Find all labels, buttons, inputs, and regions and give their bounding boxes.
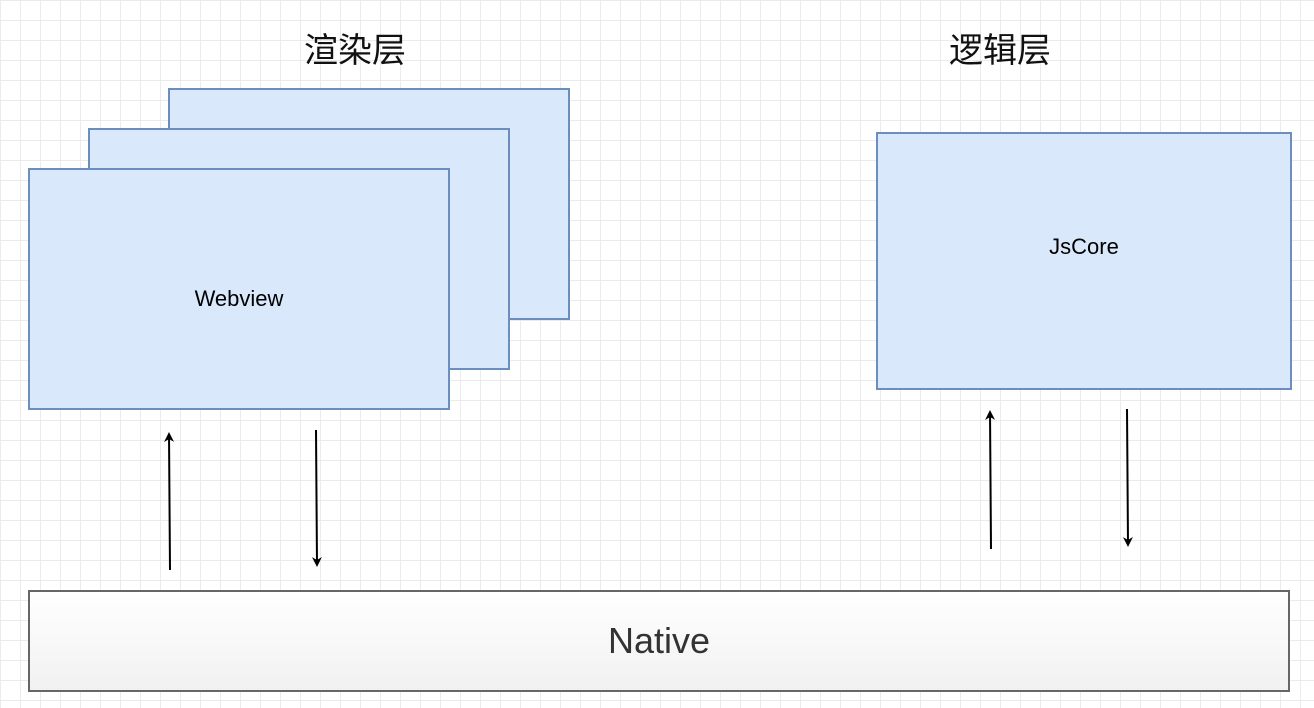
- native-label: Native: [607, 620, 711, 661]
- arrow-native-to-jscore: [985, 410, 996, 550]
- render-layer-title: 渲染层: [304, 31, 406, 71]
- jscore-box: JsCore: [876, 132, 1292, 390]
- arrow-jscore-to-native: [1122, 408, 1133, 547]
- webview-label: Webview: [194, 286, 284, 311]
- jscore-label: JsCore: [1049, 234, 1119, 259]
- logic-layer-title: 逻辑层: [949, 31, 1051, 71]
- arrow-native-to-webview: [164, 432, 175, 571]
- webview-box: Webview: [28, 168, 450, 410]
- native-box: Native: [28, 590, 1290, 692]
- arrow-webview-to-native: [311, 429, 322, 567]
